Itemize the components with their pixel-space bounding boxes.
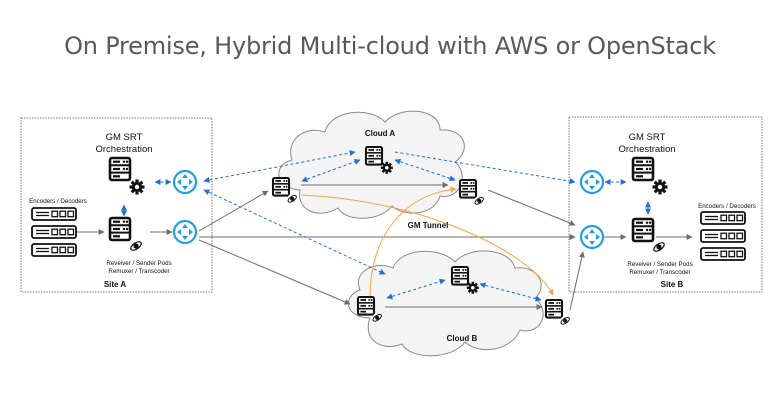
site-b-pods-label-2: Remuxer / Transcoder: [629, 269, 690, 276]
site-a-orch-label-2: Orchestration: [95, 144, 152, 155]
site-b-orch-label-1: GM SRT: [629, 132, 666, 143]
site-b-label: Site B: [661, 280, 684, 289]
site-b-encoder-3[interactable]: [700, 247, 746, 261]
cloud-a-pod-right-icon[interactable]: [458, 178, 485, 207]
page-title: On Premise, Hybrid Multi-cloud with AWS …: [64, 32, 716, 60]
cloud-a-label: Cloud A: [365, 129, 396, 138]
site-b-box: [568, 116, 763, 293]
site-a-encoders-label: Encoders / Decoders: [29, 198, 87, 205]
site-a-pods-label-2: Remuxer / Transcoder: [108, 268, 169, 275]
site-a-label: Site A: [104, 280, 127, 289]
site-a-data-router-icon[interactable]: [172, 219, 198, 245]
site-b-encoder-2[interactable]: [700, 229, 746, 243]
site-b-orch-label-2: Orchestration: [618, 144, 675, 155]
site-b-data-router-icon[interactable]: [579, 224, 605, 250]
cloud-b-pod-right-icon[interactable]: [544, 298, 571, 327]
site-a-box: [20, 117, 213, 293]
site-a-encoder-2[interactable]: [31, 225, 77, 239]
site-a-pods-label-1: Reveiver / Sender Pods: [106, 260, 171, 267]
site-a-encoder-1[interactable]: [31, 207, 77, 221]
cloud-b-label: Cloud B: [447, 334, 478, 343]
site-a-encoder-3[interactable]: [31, 243, 77, 257]
site-b-encoders-label: Encoders / Decoders: [698, 203, 756, 210]
site-b-control-router-icon[interactable]: [579, 169, 605, 195]
site-b-pods-label-1: Reveiver / Sender Pods: [627, 261, 692, 268]
gm-tunnel-label: GM Tunnel: [408, 221, 449, 230]
control-links: [121, 150, 651, 302]
site-a-control-router-icon[interactable]: [172, 169, 198, 195]
site-a-orch-label-1: GM SRT: [106, 132, 143, 143]
site-b-encoder-1[interactable]: [700, 211, 746, 225]
